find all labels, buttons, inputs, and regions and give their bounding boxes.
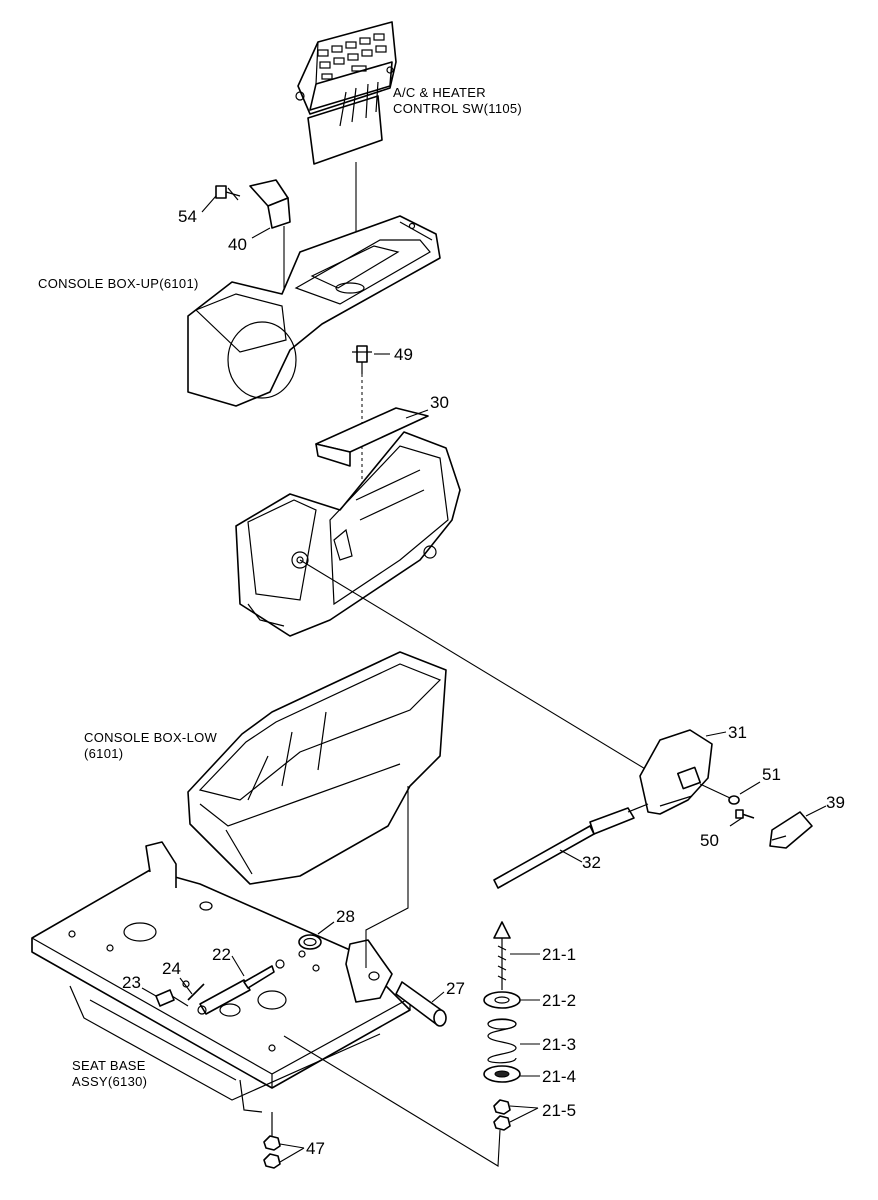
callout-21-1: 21-1 <box>542 945 576 964</box>
cap-39 <box>769 811 813 849</box>
washer-21-4 <box>483 1065 521 1083</box>
callout-24: 24 <box>162 959 181 978</box>
o-ring-28 <box>298 934 322 950</box>
bracket-30 <box>315 407 429 467</box>
callout-49: 49 <box>394 345 413 364</box>
pin-24 <box>187 983 205 1001</box>
callout-22: 22 <box>212 945 231 964</box>
ac-heater-caption-line2: CONTROL SW(1105) <box>393 101 522 116</box>
lever-rod-32 <box>493 803 649 889</box>
knob-40 <box>249 179 291 229</box>
cover-31 <box>639 729 713 815</box>
console-low-caption-line2: (6101) <box>84 746 123 761</box>
callout-51: 51 <box>762 765 781 784</box>
console-frame <box>235 431 461 637</box>
callout-30: 30 <box>430 393 449 412</box>
gas-spring-22 <box>197 959 285 1015</box>
ac-heater-caption-line1: A/C & HEATER <box>393 85 486 100</box>
seat-base-caption-line1: SEAT BASE <box>72 1058 146 1073</box>
callout-21-5: 21-5 <box>542 1101 576 1120</box>
callout-27: 27 <box>446 979 465 998</box>
callout-39: 39 <box>826 793 845 812</box>
pin-23 <box>155 989 189 1007</box>
bolt-21-1 <box>493 921 511 990</box>
washer-51 <box>728 795 740 805</box>
callout-31: 31 <box>728 723 747 742</box>
washer-21-2 <box>483 991 521 1009</box>
nuts-21-5 <box>493 1099 511 1131</box>
callout-32: 32 <box>582 853 601 872</box>
callout-54: 54 <box>178 207 197 226</box>
shaft-27 <box>395 981 447 1027</box>
callout-50: 50 <box>700 831 719 850</box>
console-up-caption: CONSOLE BOX-UP(6101) <box>38 276 199 291</box>
console-low-caption-line1: CONSOLE BOX-LOW <box>84 730 218 745</box>
spring-21-3 <box>487 1018 517 1064</box>
callout-21-4: 21-4 <box>542 1067 576 1086</box>
console-box-low <box>187 651 447 885</box>
console-box-up <box>187 215 441 407</box>
bolt-50 <box>735 809 755 819</box>
seat-base-caption-line2: ASSY(6130) <box>72 1074 147 1089</box>
callout-28: 28 <box>336 907 355 926</box>
callout-23: 23 <box>122 973 141 992</box>
nuts-47 <box>263 1112 281 1169</box>
screw-54 <box>215 185 241 201</box>
callout-21-2: 21-2 <box>542 991 576 1010</box>
callout-40: 40 <box>228 235 247 254</box>
ac-heater-control-switch <box>295 21 397 165</box>
screw-49 <box>352 345 372 374</box>
callout-21-3: 21-3 <box>542 1035 576 1054</box>
callout-47: 47 <box>306 1139 325 1158</box>
